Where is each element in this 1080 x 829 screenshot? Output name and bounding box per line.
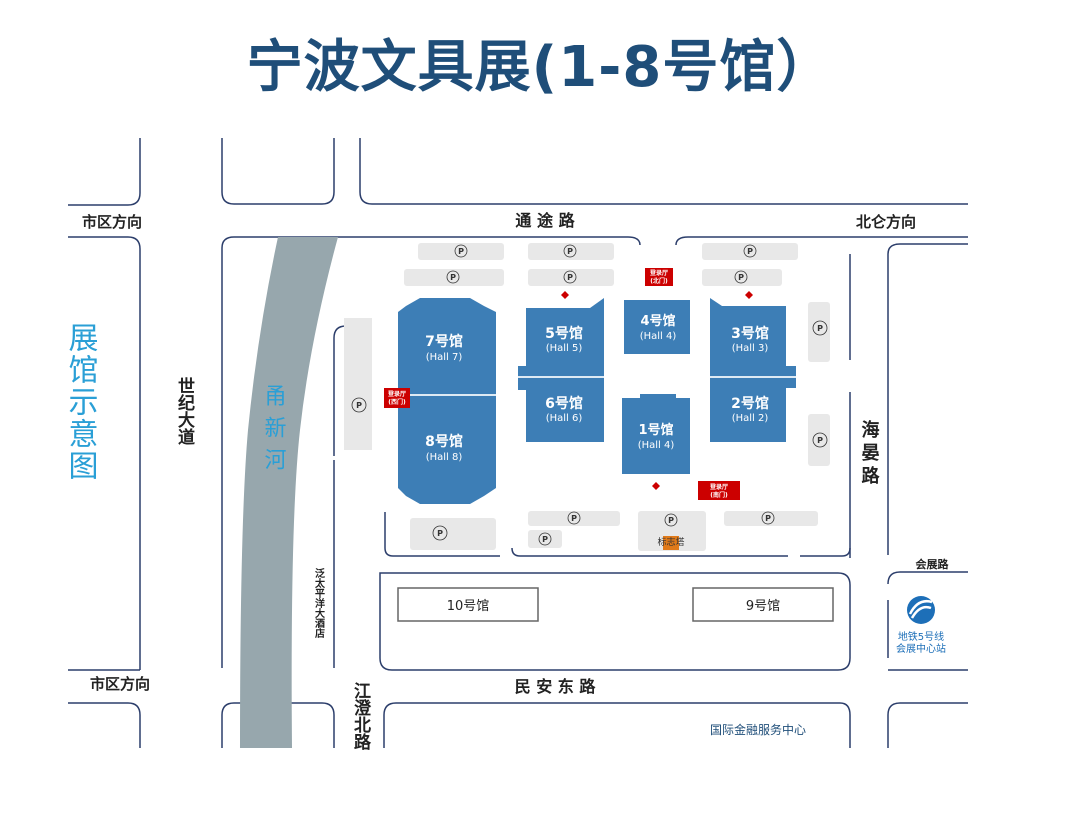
hall-9-box: [692, 587, 834, 622]
parking-icon: [743, 244, 757, 258]
hall-5-sub: (Hall 5): [546, 343, 583, 354]
svg-text:P: P: [817, 436, 823, 445]
hall-3-name: 3号馆: [731, 325, 769, 342]
entrance-icon: [561, 291, 569, 299]
hall-8-shape: [398, 396, 496, 504]
svg-text:P: P: [437, 529, 443, 538]
hall-1-shape: [622, 394, 690, 474]
tower-icon: [663, 536, 679, 550]
hall-2-shape: [710, 378, 796, 442]
svg-text:(北门): (北门): [650, 277, 668, 285]
hall-1-sub: (Hall 4): [638, 440, 675, 451]
hall-7-shape: [398, 298, 496, 394]
parking-icon: [454, 244, 468, 258]
parking-letters: P P P P P P P P P P P P P P: [356, 247, 823, 544]
hall-8-sub: (Hall 8): [426, 452, 463, 463]
parking-icon: [812, 320, 828, 336]
road-exhibition: 会展路: [916, 557, 950, 571]
hall-10-label: 10号馆: [447, 599, 490, 614]
hall-4-name: 4号馆: [640, 313, 675, 329]
svg-text:登录厅: 登录厅: [649, 269, 668, 277]
hall-10-box: [397, 587, 539, 622]
road-bottom-vertical: 江澄北路: [350, 682, 371, 751]
parking-icon: [563, 270, 577, 284]
hall-9-label: 9号馆: [746, 599, 780, 614]
svg-text:P: P: [567, 247, 573, 256]
road-bottom-label: 民 安 东 路: [515, 677, 597, 696]
svg-text:登录厅: 登录厅: [709, 483, 728, 491]
parking-icon: [812, 432, 828, 448]
hall-6-name: 6号馆: [545, 395, 583, 412]
hall-6-shape: [518, 378, 604, 442]
parking-icon: [563, 244, 577, 258]
finance-center-label: 国际金融服务中心: [710, 722, 806, 737]
tower-label: 标志塔: [657, 536, 684, 548]
parking-icon: [664, 513, 678, 527]
entrance-icon: [745, 291, 753, 299]
svg-text:P: P: [747, 247, 753, 256]
hall-8-name: 8号馆: [425, 433, 463, 450]
hall-4-shape: [624, 300, 690, 354]
hall-1-name: 1号馆: [638, 422, 673, 438]
road-outlines: [68, 138, 968, 748]
direction-top-left: 市区方向: [82, 213, 142, 231]
hall-2-sub: (Hall 2): [732, 413, 769, 424]
parking-icon: [734, 270, 748, 284]
parking-icon: [432, 525, 448, 541]
svg-text:(南门): (南门): [710, 491, 728, 499]
hall-5-name: 5号馆: [545, 325, 583, 342]
river: [240, 237, 338, 748]
registration-north: 登录厅 (北门): [645, 268, 673, 286]
parking-icon: [567, 511, 581, 525]
page-title: 宁波文具展(1-8号馆）: [246, 35, 834, 100]
hall-7-name: 7号馆: [425, 333, 463, 350]
direction-top-right: 北仑方向: [856, 213, 916, 231]
hall-7-sub: (Hall 7): [426, 352, 463, 363]
hall-2-name: 2号馆: [731, 395, 769, 412]
svg-text:P: P: [668, 516, 674, 525]
svg-text:P: P: [765, 514, 771, 523]
svg-text:P: P: [738, 273, 744, 282]
parking-icon: [446, 270, 460, 284]
parking-icon: [351, 397, 367, 413]
svg-text:P: P: [571, 514, 577, 523]
map-legend-title: 展馆示意图: [63, 322, 99, 482]
hotel-label: 泛太平洋大酒店: [313, 567, 326, 639]
registration-west: 登录厅 (西门): [384, 388, 410, 408]
hall-6-sub: (Hall 6): [546, 413, 583, 424]
road-right-vertical: 海晏路: [859, 419, 880, 489]
direction-bottom-left: 市区方向: [90, 675, 150, 693]
parking-icon: [538, 532, 552, 546]
entrance-markers: [561, 291, 753, 490]
svg-text:(西门): (西门): [388, 398, 406, 406]
svg-text:P: P: [567, 273, 573, 282]
svg-text:P: P: [458, 247, 464, 256]
svg-text:P: P: [817, 324, 823, 333]
hall-4-sub: (Hall 4): [640, 331, 677, 342]
hall-5-shape: [518, 298, 604, 376]
registration-south: 登录厅 (南门): [698, 481, 740, 500]
metro-line: 地铁5号线: [898, 630, 944, 643]
parking-icon: [761, 511, 775, 525]
svg-text:P: P: [356, 401, 362, 410]
svg-text:P: P: [542, 535, 548, 544]
svg-text:登录厅: 登录厅: [387, 390, 406, 398]
hall-labels: 7号馆 (Hall 7) 8号馆 (Hall 8) 5号馆 (Hall 5) 6…: [425, 313, 769, 463]
parking-areas: [344, 243, 830, 551]
metro-station: 会展中心站: [896, 642, 946, 655]
road-top-label: 通 途 路: [515, 211, 575, 230]
halls: [398, 298, 796, 504]
parking-icons: [351, 244, 828, 546]
road-left-vertical: 世纪大道: [174, 377, 195, 445]
svg-text:P: P: [450, 273, 456, 282]
river-label: 甬新河: [261, 384, 287, 480]
entrance-icon: [652, 482, 660, 490]
hall-3-shape: [710, 298, 796, 376]
hall-3-sub: (Hall 3): [732, 343, 769, 354]
metro-icon: [907, 596, 935, 624]
